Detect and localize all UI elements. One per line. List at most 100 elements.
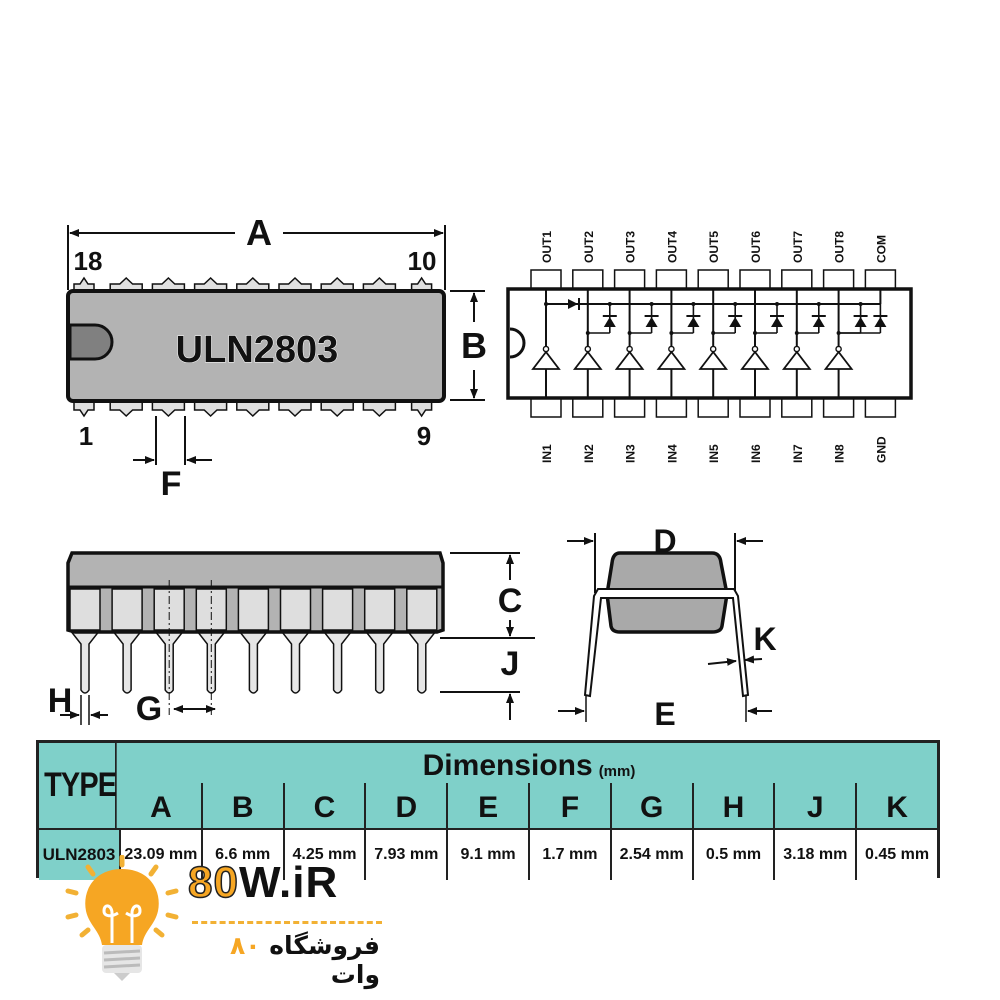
lead-shoulder	[321, 588, 354, 631]
logo-text: 80W.iR	[187, 857, 338, 908]
pinout-body	[506, 287, 913, 400]
pin-label-top: COM	[874, 235, 888, 263]
dim-d-label: D	[653, 523, 676, 559]
dimensions-table: TYPE Dimensions (mm) A B C D E F G H J K…	[36, 740, 940, 880]
ic-body-top	[66, 289, 446, 403]
column-header: H	[691, 783, 774, 828]
table-row: ULN2803 23.09 mm 6.6 mm 4.25 mm 7.93 mm …	[39, 828, 937, 880]
dimension-value: 7.93 mm	[364, 830, 446, 880]
pin-label-top: OUT7	[791, 231, 805, 263]
dimension-value: 0.5 mm	[691, 830, 774, 880]
pin-label-top: OUT5	[707, 231, 721, 263]
dim-f-label: F	[161, 465, 182, 503]
pin-label-top: OUT1	[540, 231, 554, 263]
lead-leg	[110, 629, 144, 694]
dimension-value: 1.7 mm	[527, 830, 610, 880]
diode-symbol	[854, 317, 867, 327]
dimensions-title-text: Dimensions	[422, 749, 593, 782]
dimensions-unit: (mm)	[598, 763, 636, 780]
dimension-value: 9.1 mm	[446, 830, 528, 880]
pin-label-bottom: GND	[874, 436, 888, 463]
pinout-circuit	[531, 289, 888, 398]
dim-h-label: H	[48, 682, 73, 720]
pin-pad	[864, 269, 897, 290]
pinout-notch	[509, 327, 526, 359]
logo-fa-pre: فروشگاه	[269, 931, 380, 960]
lead-leg	[363, 629, 397, 694]
lead-leg	[278, 629, 313, 694]
dim-g-label: G	[136, 690, 162, 728]
diode-symbol	[603, 317, 616, 327]
diode-symbol	[687, 317, 700, 327]
pin-pad	[655, 397, 688, 418]
dim-k-label: K	[753, 621, 776, 657]
lead-leg	[321, 629, 355, 694]
pin1-notch	[68, 323, 114, 361]
column-header: B	[200, 783, 283, 828]
diode-symbol	[771, 317, 783, 327]
diode-symbol	[812, 317, 825, 327]
pin-pad	[613, 269, 646, 290]
pin-label-top: OUT2	[582, 231, 596, 263]
end-view: D K E	[558, 523, 777, 732]
column-header: J	[773, 783, 855, 828]
diode-symbol	[874, 317, 887, 327]
column-headers: A B C D E F G H J K	[121, 783, 937, 828]
diode-symbol	[645, 317, 658, 327]
dimensions-title: Dimensions (mm)	[121, 743, 937, 783]
pin-label-bottom: IN5	[707, 444, 721, 463]
dimension-value: 2.54 mm	[609, 830, 692, 880]
dim-j-label: J	[501, 645, 520, 683]
pin-pad	[530, 397, 562, 418]
pin-label-bottom: IN8	[833, 444, 847, 463]
lead-leg	[405, 629, 439, 694]
pin-label-bottom: IN1	[540, 444, 554, 463]
pin-pad	[613, 397, 646, 418]
pin-label-bottom: IN2	[582, 444, 596, 463]
store-logo[interactable]: 80W.iR فروشگاه ۸۰ وات	[60, 855, 382, 989]
lead-shoulder	[69, 588, 101, 631]
dim-k-arrow-right	[744, 655, 763, 664]
side-view-leads	[68, 629, 439, 694]
dim-b-label: B	[461, 325, 487, 366]
column-header: G	[609, 783, 692, 828]
lead-shoulder	[279, 588, 312, 631]
column-header: A	[150, 791, 172, 824]
logo-number: 80	[187, 857, 239, 908]
end-view-leads	[583, 588, 750, 698]
pin-pad	[781, 269, 813, 290]
column-header: K	[855, 783, 937, 828]
dimension-value: 4.25 mm	[282, 830, 365, 880]
pin-label-top: OUT6	[749, 231, 763, 263]
logo-fa-post: وات	[330, 960, 380, 989]
column-header: C	[282, 783, 365, 828]
pin-pad	[739, 397, 771, 418]
pin-label-bottom: IN4	[665, 444, 679, 463]
pin-pad	[822, 397, 855, 418]
top-view: A 18 10 ULN2803 B 1 9 F	[66, 212, 487, 503]
logo-divider	[192, 921, 382, 924]
dimension-value: 6.6 mm	[200, 830, 283, 880]
column-header: E	[446, 783, 528, 828]
lead-shoulder	[406, 588, 438, 631]
pin-label-top: OUT3	[624, 231, 638, 263]
pin-label-top: OUT8	[833, 231, 847, 263]
lead-shoulder	[237, 588, 270, 631]
pin-pad	[781, 397, 813, 418]
part-label: ULN2803	[176, 329, 339, 371]
dim-e-label: E	[654, 696, 675, 732]
pin-pad	[822, 269, 855, 290]
pin-pad	[530, 269, 562, 290]
pin-pad	[655, 269, 688, 290]
dimension-value: 23.09 mm	[124, 846, 198, 863]
dimension-value: 3.18 mm	[773, 830, 855, 880]
pin-1-label: 1	[79, 421, 93, 451]
pin-pad	[572, 269, 604, 290]
lead-shoulder	[111, 588, 143, 631]
pin-pad	[572, 397, 604, 418]
side-view-lead-shoulders	[69, 580, 438, 715]
